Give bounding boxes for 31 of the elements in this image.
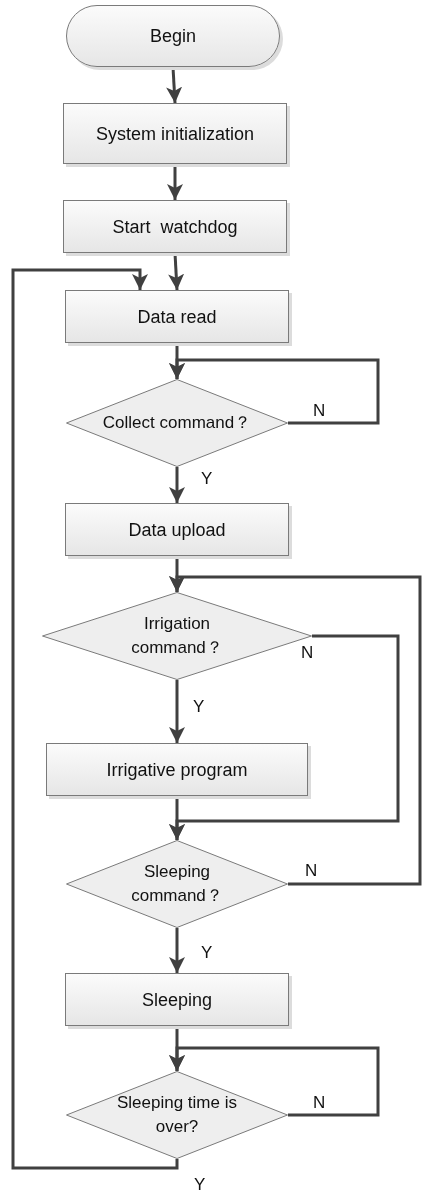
arrow [167,164,183,200]
decision-label: Sleeping command？ [130,861,224,907]
terminal-box [66,5,280,67]
step-label: Start watchdog [112,215,238,238]
decision-diamond [66,840,288,928]
step-label: Data upload [128,518,226,541]
decision-diamond [66,379,288,467]
process-box [65,503,289,556]
step-label: Begin [149,25,196,47]
step-label: Sleeping [141,988,213,1011]
decision-label: Sleeping time is over? [116,1092,238,1138]
arrow [169,467,185,503]
arrow [169,928,185,973]
arrow [169,796,185,840]
arrow [169,358,380,425]
arrow [169,1046,380,1117]
process-box [65,973,289,1026]
step-label: System initialization [95,122,255,145]
arrow [169,680,185,743]
decision-diamond [66,1071,288,1159]
decision-label: Irrigation command？ [130,613,224,659]
step-label: Irrigative program [106,758,248,781]
arrow [11,268,179,1170]
process-box [65,290,289,343]
decision-diamond [42,592,312,680]
process-box [63,103,287,164]
process-box [46,743,308,796]
step-label: Data read [137,305,217,328]
arrow [169,575,422,886]
decision-label: Collect command？ [102,412,252,434]
process-box [63,200,287,253]
